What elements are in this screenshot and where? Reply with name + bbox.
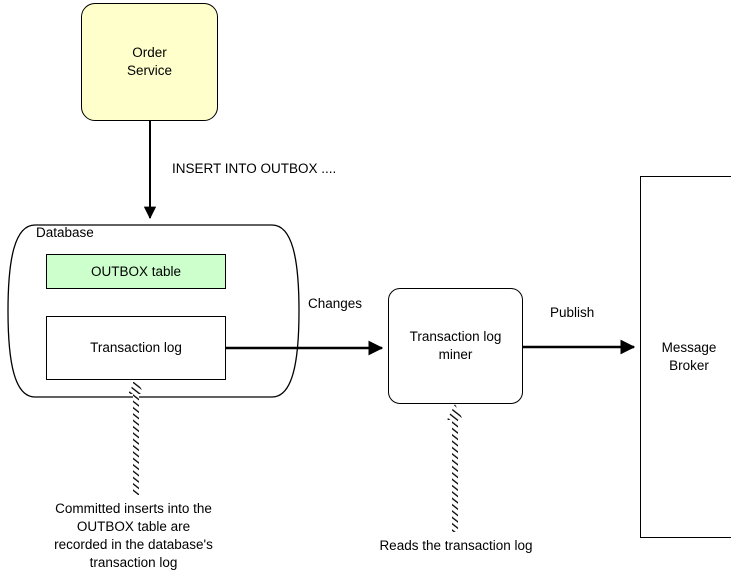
edge-label-insert: INSERT INTO OUTBOX ....	[172, 161, 337, 176]
node-order-service[interactable]: Order Service	[81, 3, 218, 121]
annotation-outbox-note: Committed inserts into the OUTBOX table …	[54, 501, 213, 570]
annotation-connector-miner	[447, 404, 463, 532]
node-outbox-table[interactable]: OUTBOX table	[46, 254, 226, 289]
node-message-broker[interactable]: Message Broker	[640, 176, 731, 538]
edge-label-publish: Publish	[550, 305, 595, 320]
annotation-miner-note: Reads the transaction log	[379, 538, 533, 553]
edge-label-changes: Changes	[308, 296, 363, 311]
node-transaction-log-miner[interactable]: Transaction log miner	[388, 288, 523, 404]
node-transaction-log[interactable]: Transaction log	[46, 316, 226, 380]
node-database-label: Database	[36, 225, 94, 240]
annotation-connector-outbox	[128, 379, 144, 495]
